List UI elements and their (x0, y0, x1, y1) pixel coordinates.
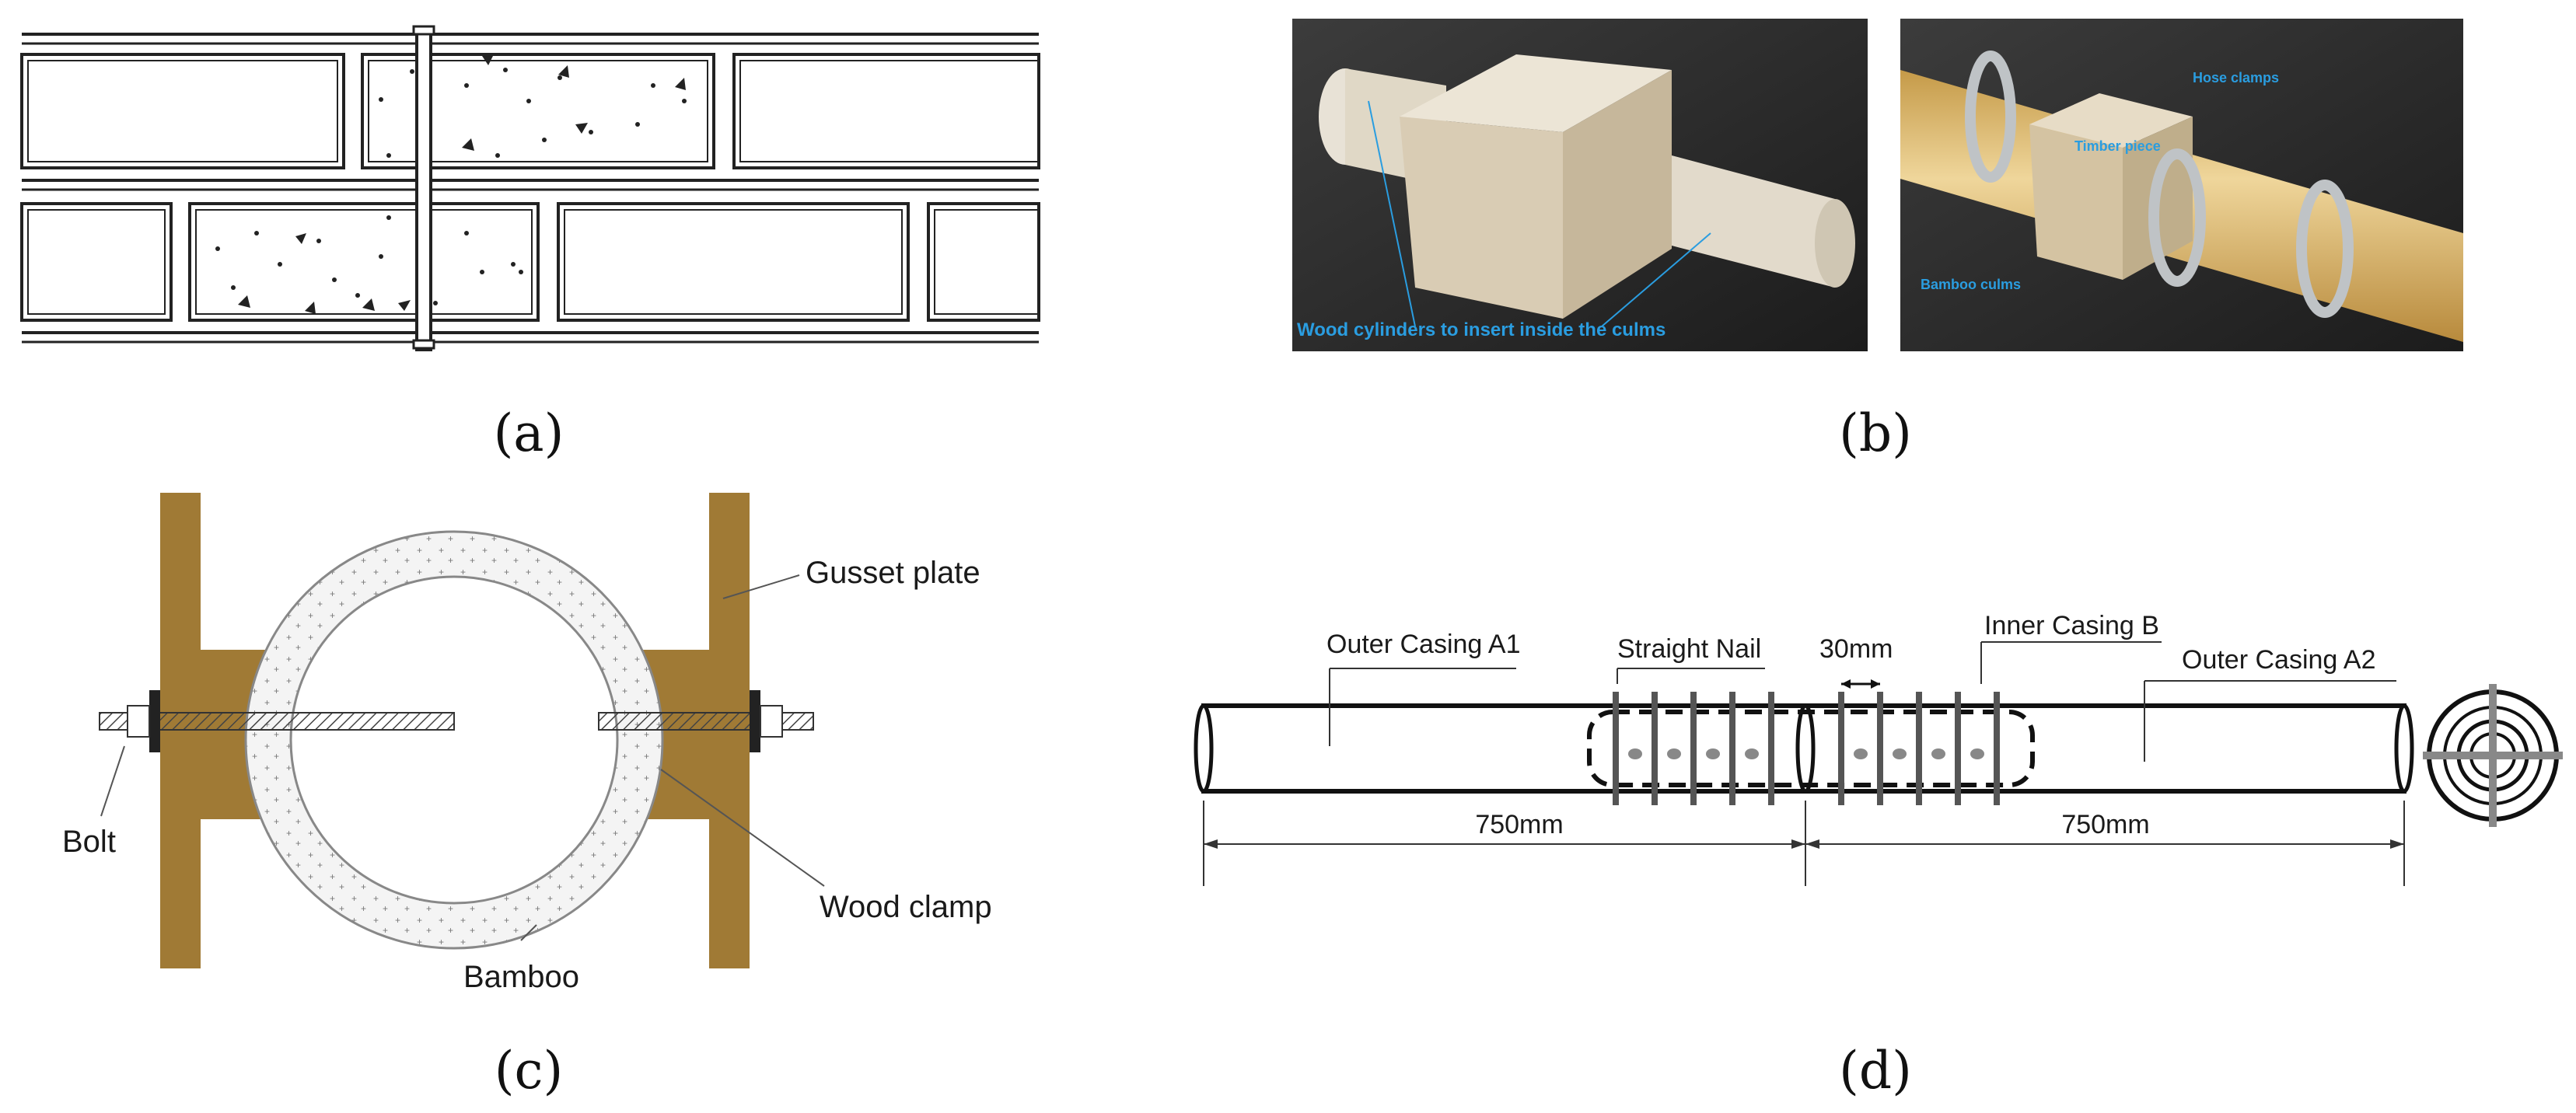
label-length-right: 750mm (2061, 810, 2149, 839)
panel-d-splice-diagram: Outer Casing A1 Straight Nail 30mm Inner… (1194, 611, 2563, 886)
photo-b-left-label: Wood cylinders to insert inside the culm… (1297, 319, 1665, 340)
label-length-left: 750mm (1475, 810, 1563, 839)
photo-b-hose-label: Hose clamps (2193, 70, 2279, 85)
panel-b-photo-left: Wood cylinders to insert inside the culm… (1292, 19, 1868, 351)
label-gap-30mm: 30mm (1819, 634, 1893, 664)
label-gusset-plate: Gusset plate (806, 556, 980, 590)
caption-d: (d) (1839, 1041, 1912, 1101)
label-outer-casing-a2: Outer Casing A2 (2182, 645, 2375, 675)
label-straight-nail: Straight Nail (1617, 634, 1761, 664)
caption-b: (b) (1839, 403, 1912, 463)
label-wood-clamp: Wood clamp (820, 890, 992, 924)
caption-a: (a) (494, 403, 564, 463)
label-bamboo: Bamboo (463, 960, 579, 994)
photo-b-timber-label: Timber piece (2074, 138, 2161, 154)
label-bolt: Bolt (62, 825, 116, 859)
caption-c: (c) (495, 1041, 563, 1101)
panel-c-bolted-joint: Gusset plate Bolt Wood clamp Bamboo (62, 493, 992, 994)
label-inner-casing-b: Inner Casing B (1984, 611, 2159, 640)
panel-b-photo-right: Hose clamps Timber piece Bamboo culms (1900, 19, 2463, 351)
photo-b-bamboo-label: Bamboo culms (1921, 277, 2021, 292)
panel-a-brick-wall (20, 25, 1040, 351)
label-outer-casing-a1: Outer Casing A1 (1326, 630, 1520, 659)
